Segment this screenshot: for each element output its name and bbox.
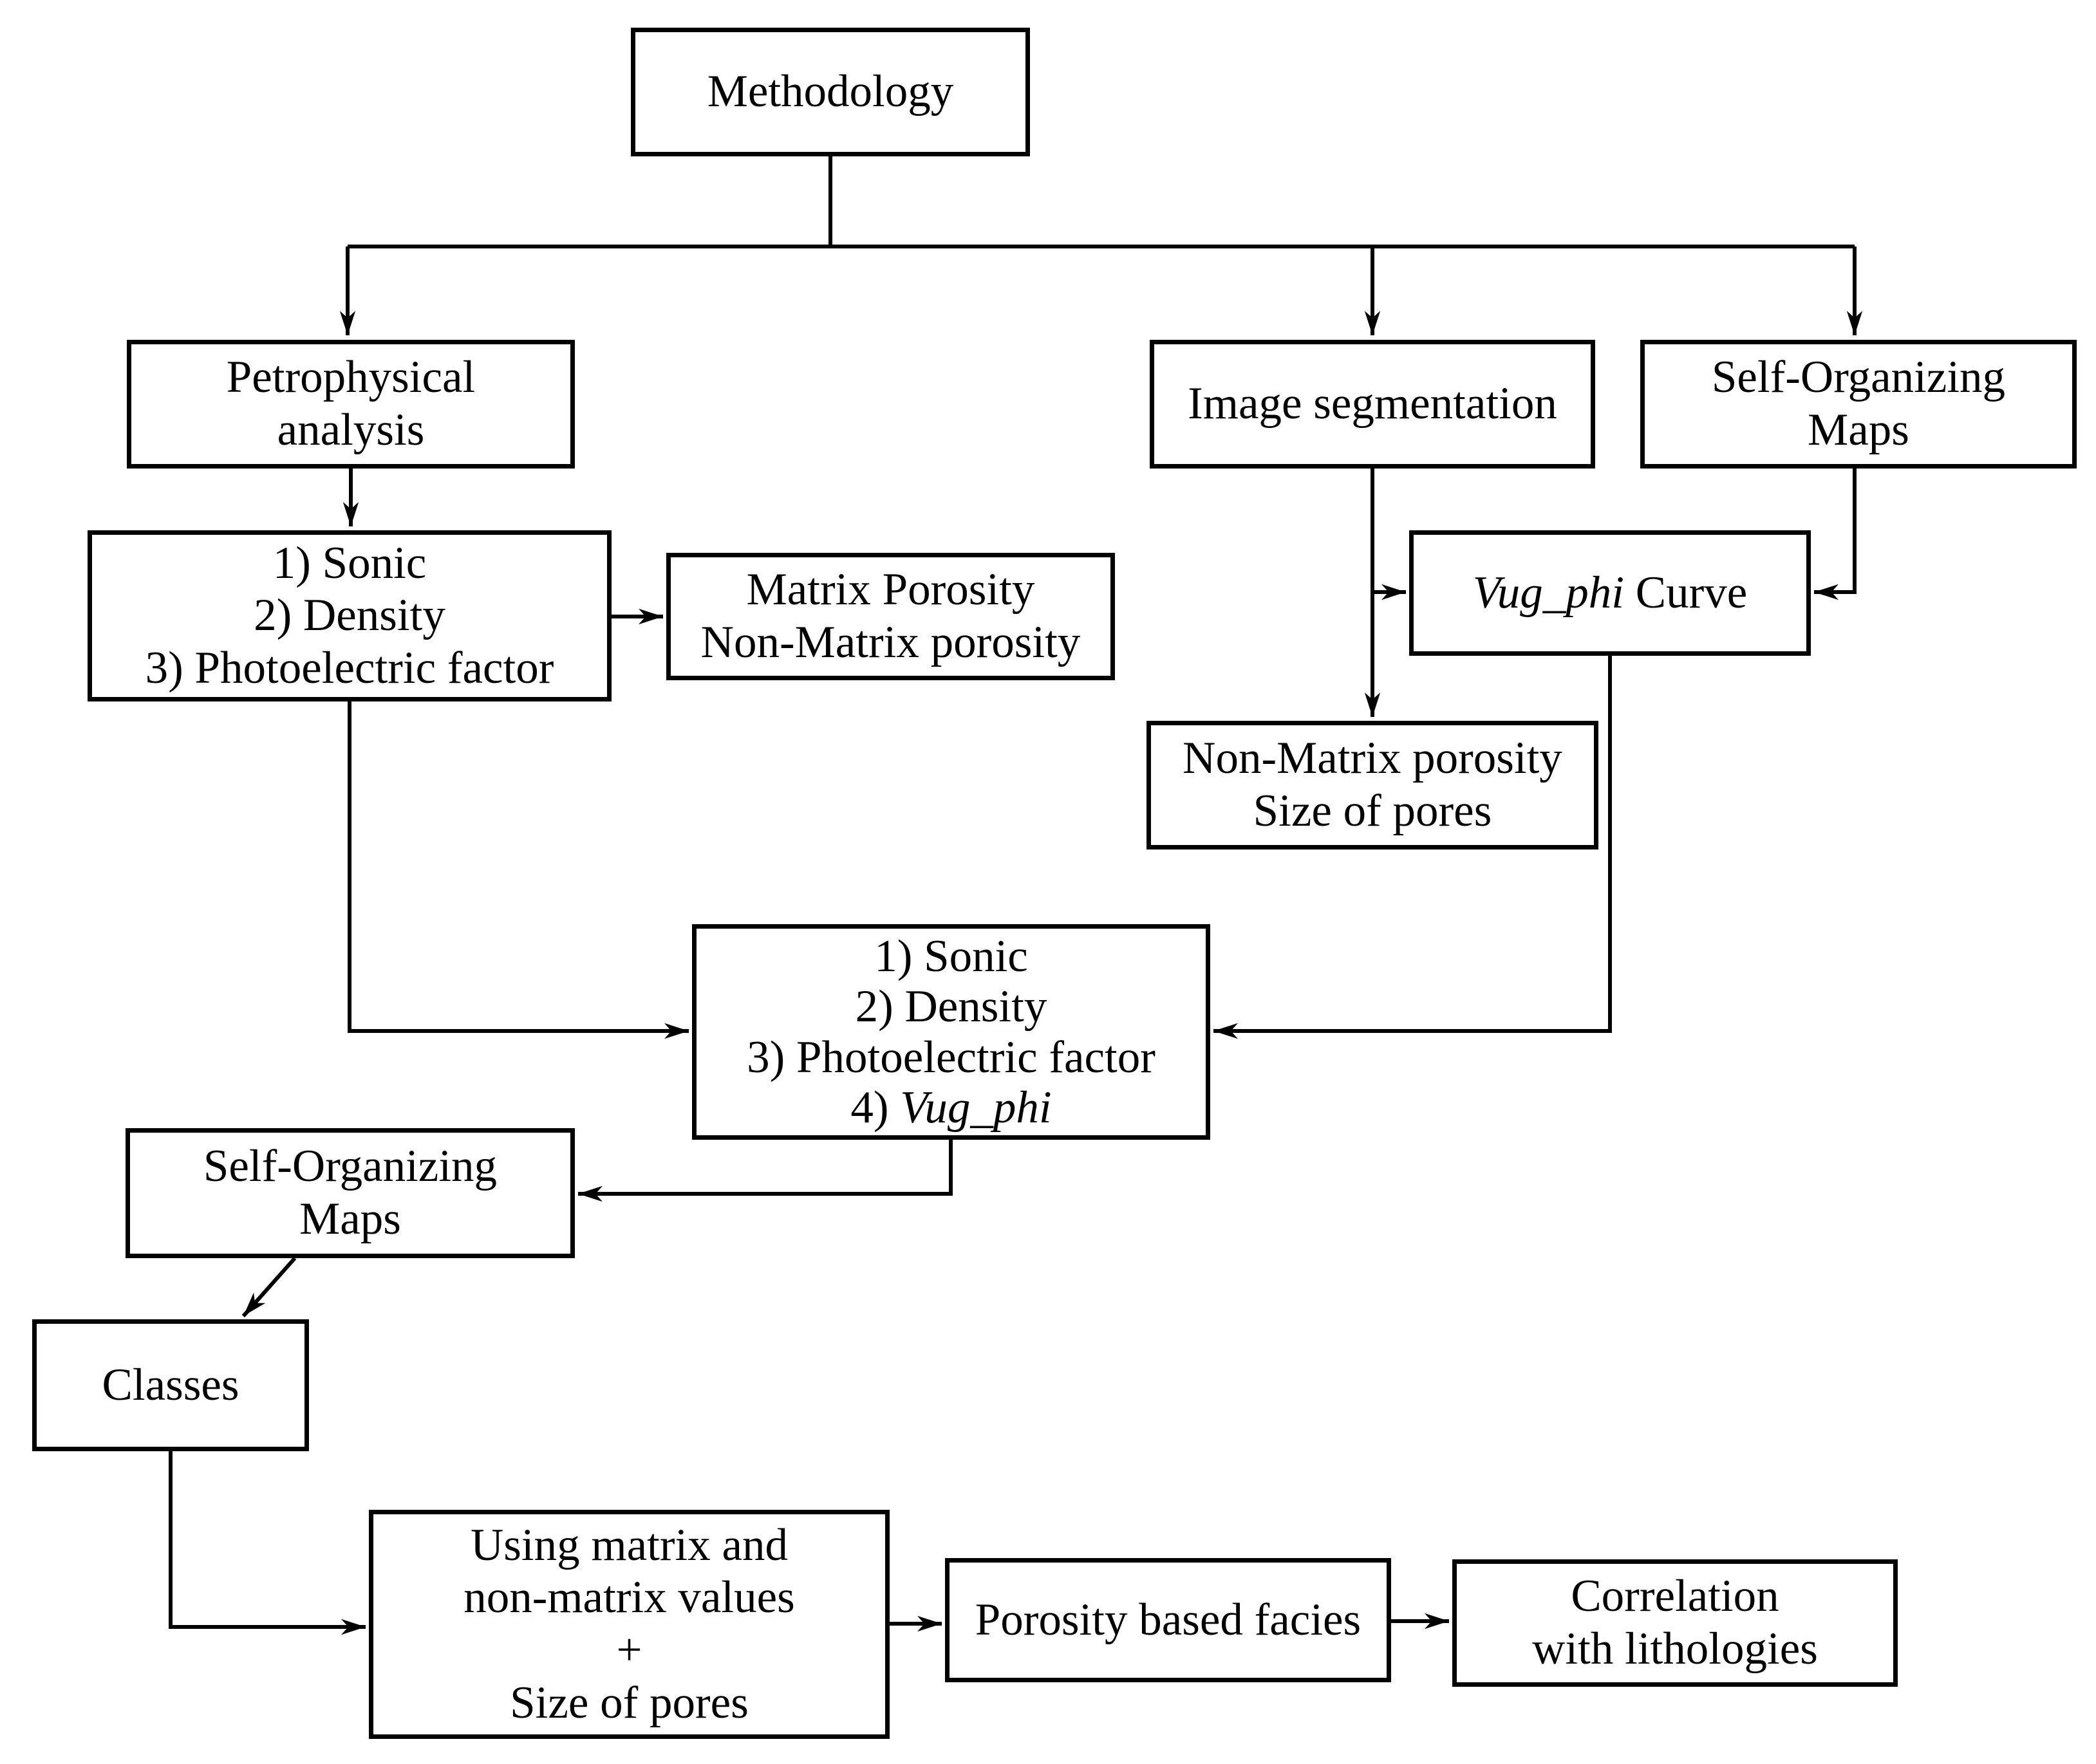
box-line: Non-Matrix porosity — [700, 617, 1081, 667]
box-line: Size of pores — [510, 1677, 749, 1728]
box-self-organizing-maps-top: Self-Organizing Maps — [1640, 340, 2077, 469]
vug-phi-italic: Vug_phi — [900, 1082, 1052, 1133]
box-label: Porosity based facies — [975, 1594, 1361, 1645]
box-porosity-based-facies: Porosity based facies — [945, 1558, 1391, 1682]
edge-logs4-to-som-bottom — [578, 1140, 953, 1202]
edge-som-top-to-vug — [1814, 469, 1857, 600]
box-line: 2) Density — [254, 590, 445, 641]
edge-logs3-to-logs4 — [348, 701, 689, 1039]
box-line: 4) Vug_phi — [850, 1082, 1051, 1133]
box-label: Classes — [102, 1359, 239, 1410]
edge-classes-to-using — [169, 1451, 366, 1635]
box-line: 1) Sonic — [874, 931, 1028, 982]
box-line: Self-Organizing — [1711, 352, 2006, 403]
box-line: Maps — [1808, 405, 1909, 455]
box-logs-four: 1) Sonic 2) Density 3) Photoelectric fac… — [692, 924, 1210, 1140]
box-classes: Classes — [32, 1319, 309, 1451]
box-line: Vug_phi Curve — [1473, 567, 1748, 620]
box-petrophysical-analysis: Petrophysical analysis — [127, 340, 575, 469]
box-line: 3) Photoelectric factor — [747, 1032, 1156, 1082]
box-logs-three: 1) Sonic 2) Density 3) Photoelectric fac… — [88, 530, 612, 701]
box-line: non-matrix values — [463, 1572, 795, 1623]
box-label: Image segmentation — [1188, 378, 1557, 429]
box-line: Self-Organizing — [203, 1141, 498, 1192]
box-correlation-with-lithologies: Correlation with lithologies — [1452, 1559, 1898, 1687]
box-non-matrix-size-of-pores: Non-Matrix porosity Size of pores — [1146, 721, 1598, 850]
box-line: Size of pores — [1253, 786, 1492, 836]
edge-vug-to-logs4 — [1213, 656, 1612, 1039]
box-line: + — [616, 1625, 642, 1675]
box-line: Petrophysical — [226, 352, 476, 403]
box-line: Using matrix and — [471, 1519, 788, 1570]
box-image-segmentation: Image segmentation — [1150, 340, 1595, 469]
box-line: with lithologies — [1532, 1624, 1818, 1674]
box-methodology: Methodology — [631, 28, 1030, 156]
box-vug-phi-curve: Vug_phi Curve — [1409, 530, 1811, 656]
box-line: 3) Photoelectric factor — [145, 642, 554, 693]
box-line: 2) Density — [855, 981, 1047, 1032]
item-four-prefix: 4) — [850, 1082, 901, 1133]
edge-som-bottom-to-classes — [241, 1257, 297, 1317]
box-line: Matrix Porosity — [746, 564, 1035, 615]
box-line: analysis — [277, 405, 425, 455]
box-label: Methodology — [707, 66, 954, 117]
box-using-matrix-values: Using matrix and non-matrix values + Siz… — [369, 1510, 890, 1739]
box-self-organizing-maps-bottom: Self-Organizing Maps — [126, 1128, 575, 1258]
curve-text: Curve — [1624, 567, 1748, 618]
box-line: Correlation — [1571, 1571, 1779, 1622]
box-line: 1) Sonic — [272, 537, 427, 588]
box-line: Maps — [299, 1194, 401, 1244]
vug-phi-italic: Vug_phi — [1472, 567, 1625, 618]
box-line: Non-Matrix porosity — [1183, 733, 1562, 784]
box-matrix-porosity: Matrix Porosity Non-Matrix porosity — [666, 553, 1115, 680]
